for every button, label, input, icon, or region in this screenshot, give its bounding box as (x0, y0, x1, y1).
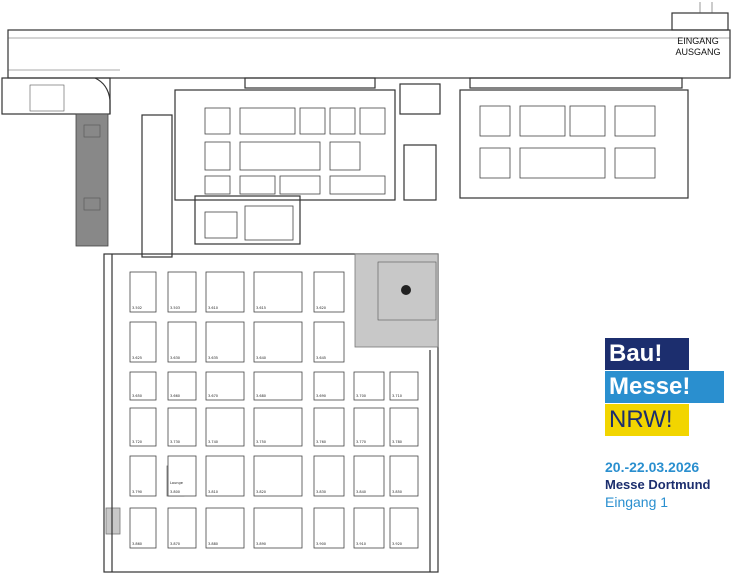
event-info: 20.-22.03.2026 Messe Dortmund Eingang 1 (605, 458, 710, 511)
stand-label: 3.860 (132, 542, 142, 546)
event-entrance: Eingang 1 (605, 494, 669, 510)
event-venue: Messe Dortmund (605, 477, 711, 492)
stand (205, 371, 245, 401)
stand (313, 271, 345, 313)
stand-label: 3.880 (208, 542, 218, 546)
stand (253, 371, 303, 401)
stand (167, 271, 197, 313)
stand-labels: 3.502 3.503 3.610 3.615 3.620 3.625 3.630 3.635… (132, 306, 402, 546)
entrance-line-1: EINGANG (677, 36, 719, 46)
stand-label: 3.800 (170, 490, 180, 494)
main-hall (103, 253, 439, 573)
stand (205, 455, 245, 497)
stand-label: 3.780 (392, 440, 402, 444)
stand (129, 455, 157, 497)
stand (253, 507, 303, 549)
stand-label: 3.610 (208, 306, 218, 310)
stand (129, 371, 157, 401)
stand-label: 3.650 (132, 394, 142, 398)
stand-label: 3.740 (208, 440, 218, 444)
lounge-label: Lounge (170, 481, 183, 485)
stand-label: 3.700 (356, 394, 366, 398)
stand (353, 455, 385, 497)
stand-label: 3.790 (132, 490, 142, 494)
stand (253, 407, 303, 447)
stand-label: 3.830 (316, 490, 326, 494)
logo-line-2: Messe! (605, 371, 724, 403)
stand (253, 321, 303, 363)
stand-label: 3.720 (132, 440, 142, 444)
stand-label: 3.620 (316, 306, 326, 310)
stand-label: 3.660 (170, 394, 180, 398)
entrance-label: EINGANG AUSGANG (668, 36, 728, 58)
stand-label: 3.870 (170, 542, 180, 546)
stand (167, 407, 197, 447)
stand (205, 271, 245, 313)
stand (313, 455, 345, 497)
hall-stands (129, 271, 419, 549)
stand (253, 455, 303, 497)
stand-label: 3.670 (208, 394, 218, 398)
stand-label: 3.645 (316, 356, 326, 360)
stand-label: 3.680 (256, 394, 266, 398)
stand (205, 321, 245, 363)
stand (129, 407, 157, 447)
stand (389, 371, 419, 401)
stand-label: 3.635 (208, 356, 218, 360)
top-corridor (7, 2, 731, 79)
stand-label: 3.760 (316, 440, 326, 444)
event-date: 20.-22.03.2026 (605, 459, 700, 475)
stand (389, 407, 419, 447)
stand-label: 3.750 (256, 440, 266, 444)
stand-label: 3.710 (392, 394, 402, 398)
stand-label: 3.840 (356, 490, 366, 494)
stand (167, 371, 197, 401)
stand (389, 507, 419, 549)
stand-label: 3.920 (392, 542, 402, 546)
stand-label: 3.502 (132, 306, 142, 310)
stand (389, 455, 419, 497)
stand-label: 3.910 (356, 542, 366, 546)
stand (129, 507, 157, 549)
stand (313, 507, 345, 549)
stand (353, 407, 385, 447)
stand (313, 371, 345, 401)
stand (205, 507, 245, 549)
right-upper-hall (403, 77, 689, 201)
connection-block (141, 114, 301, 258)
stand-label: 3.850 (392, 490, 402, 494)
stand-label: 3.770 (356, 440, 366, 444)
stand-label: 3.503 (170, 306, 180, 310)
stand-label: 3.690 (316, 394, 326, 398)
upper-hall (174, 77, 441, 201)
logo-line-1: Bau! (605, 338, 689, 370)
stand-label: 3.625 (132, 356, 142, 360)
stand (313, 321, 345, 363)
stand-label: 3.615 (256, 306, 266, 310)
stand (167, 507, 197, 549)
stand-label: 3.630 (170, 356, 180, 360)
stand-label: 3.900 (316, 542, 326, 546)
stand (253, 271, 303, 313)
stand-label: 3.810 (208, 490, 218, 494)
entrance-line-2: AUSGANG (675, 47, 721, 57)
stand (129, 321, 157, 363)
stand-label: 3.730 (170, 440, 180, 444)
stand (313, 407, 345, 447)
stand-label: 3.820 (256, 490, 266, 494)
stand (353, 507, 385, 549)
stand (167, 321, 197, 363)
stand-label: 3.890 (256, 542, 266, 546)
stand (129, 271, 157, 313)
left-annex (1, 77, 111, 115)
stand (205, 407, 245, 447)
stair-block (75, 113, 109, 247)
stand (167, 455, 197, 497)
stand-label: 3.640 (256, 356, 266, 360)
bau-messe-logo: Bau! Messe! NRW! (605, 338, 724, 437)
stand (353, 371, 385, 401)
logo-line-3: NRW! (605, 404, 689, 436)
